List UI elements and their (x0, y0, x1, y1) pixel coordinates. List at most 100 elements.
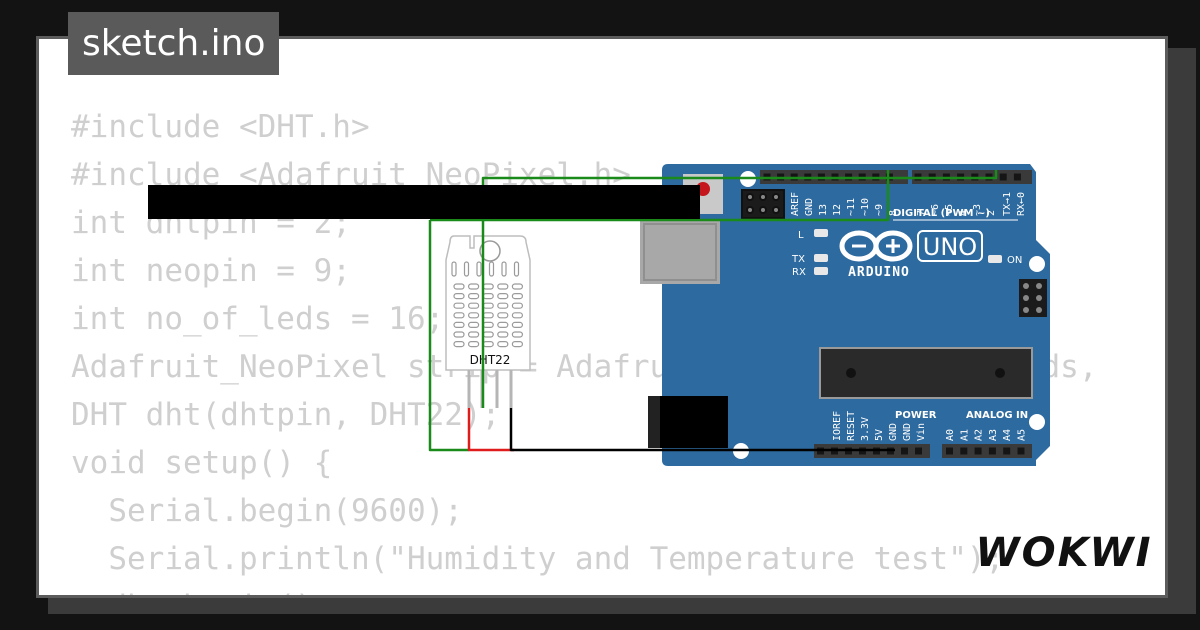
grille-slot (511, 283, 524, 290)
grille-slot (463, 261, 470, 277)
pin-hole[interactable] (1017, 447, 1025, 455)
digital-pin-label: ~5 (944, 204, 955, 216)
digital-label: DIGITAL (PWM ~) (893, 208, 990, 219)
wire-black-gnd[interactable] (509, 408, 895, 452)
digital-pin-label: AREF (790, 192, 801, 216)
code-line: Serial.println("Humidity and Temperature… (71, 541, 1005, 577)
grille-slot (511, 341, 524, 348)
code-line: int neopin = 9; (71, 253, 351, 289)
grille-slot (497, 321, 509, 328)
pin-hole[interactable] (1003, 447, 1011, 455)
grille-slot (468, 283, 480, 290)
arduino-logo (839, 230, 913, 262)
pin-hole[interactable] (1013, 173, 1021, 181)
pin-hole[interactable] (999, 173, 1007, 181)
pin-hole[interactable] (915, 447, 922, 455)
analog-pin-label: A3 (988, 429, 999, 441)
digital-pin-label: ~6 (930, 204, 941, 216)
grille-slot (497, 302, 509, 309)
mount-hole (1029, 414, 1045, 430)
code-line: dht.begin(); (71, 583, 1098, 595)
grille-slot (501, 261, 507, 277)
grille-slot (468, 341, 480, 348)
redaction-bar (148, 185, 700, 219)
wokwi-logo-text: WOKWI (978, 530, 1150, 576)
sensor-label: DHT22 (470, 353, 511, 367)
digital-pin-label: ~9 (874, 204, 885, 216)
grille-slot (451, 261, 457, 277)
file-tab[interactable]: sketch.ino (68, 12, 280, 75)
led-rx-label: RX (792, 267, 806, 278)
microcontroller-chip (819, 347, 1033, 399)
wire-green-neopixel[interactable] (428, 220, 469, 452)
dc-jack-rim (648, 396, 660, 448)
icsp-header (741, 189, 785, 219)
wires (428, 170, 998, 452)
grille-slot (497, 341, 509, 348)
grille-slot (511, 321, 524, 328)
digital-pin-label: ~11 (846, 198, 857, 216)
power-pin-label: RESET (846, 411, 857, 441)
arduino-logo-symbols (852, 239, 900, 253)
code-line: DHT dht(dhtpin, DHT22); (71, 397, 501, 433)
wokwi-logo: WOKWI (978, 530, 1150, 576)
grille-slot (511, 312, 524, 319)
pin-hole[interactable] (974, 447, 982, 455)
pin-hole[interactable] (960, 447, 968, 455)
grille-slot (453, 312, 465, 319)
digital-pin-label: 8 (888, 210, 899, 216)
code-line: Serial.begin(9600); (71, 493, 463, 529)
grille-slot (453, 321, 465, 328)
grille-slot (511, 331, 524, 338)
usb-port (640, 220, 720, 284)
code-line: int no_of_leds = 16; (71, 301, 445, 337)
led-tx (814, 254, 828, 262)
usb-port-inner (643, 223, 717, 281)
wire-red-vcc[interactable] (467, 408, 514, 452)
grille-slot (497, 312, 509, 319)
led-on (988, 255, 1002, 263)
analog-label: ANALOG IN (966, 410, 1028, 421)
sensor-hole (479, 240, 501, 262)
led-l-label: L (798, 230, 804, 241)
pin-hole[interactable] (946, 447, 953, 455)
pin-hole[interactable] (988, 447, 996, 455)
digital-pin-label: 12 (832, 204, 843, 216)
grille-slot (488, 261, 495, 277)
power-pin-label: IOREF (832, 411, 843, 441)
wire-green-data[interactable] (481, 170, 998, 408)
sensor-pins (467, 370, 513, 408)
wire-green-neopixel-top[interactable] (430, 170, 890, 222)
grille-slot (511, 293, 524, 300)
digital-pin-label: 13 (818, 204, 829, 216)
grille-slot (468, 293, 480, 300)
dht22-sensor[interactable]: DHT22 (445, 235, 531, 408)
analog-pin-label: A5 (1017, 429, 1028, 441)
power-label: POWER (895, 410, 937, 421)
code-line: void setup() { (71, 445, 333, 481)
digital-pin-label: 7 (916, 210, 927, 216)
analog-pin-label: A4 (1002, 429, 1013, 441)
digital-pin-label: 4 (958, 210, 969, 216)
led-rx (814, 267, 828, 275)
digital-pin-label: ~10 (860, 198, 871, 216)
analog-pin-label: A2 (974, 429, 985, 441)
power-pin-label: Vin (916, 423, 927, 441)
arduino-brand: ARDUINO (848, 265, 910, 280)
icsp-header-2 (1019, 279, 1047, 317)
grille-slot (468, 331, 480, 338)
grille-slot (453, 283, 465, 290)
digital-pin-label: 2 (986, 210, 997, 216)
uno-label: UNO (923, 233, 977, 261)
grille-slot (468, 302, 480, 309)
pin-hole[interactable] (901, 447, 908, 455)
power-pin-label: 3.3V (860, 417, 871, 441)
grille-slot (497, 283, 509, 290)
grille-slot (453, 293, 465, 300)
mount-hole (1029, 256, 1045, 272)
grille-slot (511, 302, 524, 309)
